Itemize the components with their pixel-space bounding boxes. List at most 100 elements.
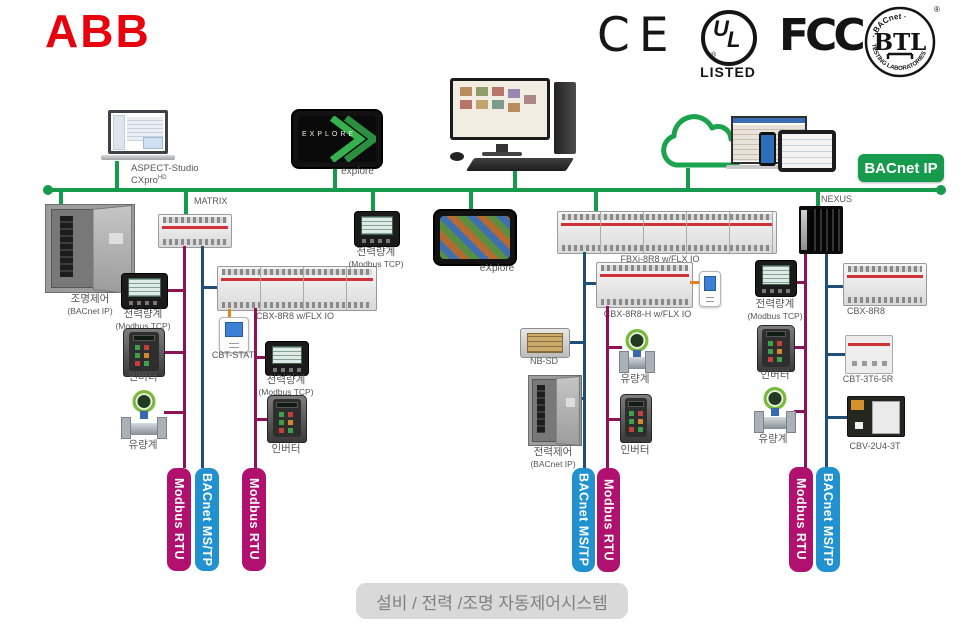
inverter-label: 인버터 xyxy=(740,369,810,382)
matrix-controller xyxy=(158,214,232,248)
flow-meter-label: 유량계 xyxy=(738,433,808,446)
registered-mark: ® xyxy=(711,52,717,59)
terminal-strip xyxy=(163,239,227,245)
terminal-strip xyxy=(848,297,922,303)
power-meter-label: 전력량계 (Modbus TCP) xyxy=(251,374,321,397)
red-stripe xyxy=(162,226,228,229)
tablet-screen xyxy=(782,134,832,168)
label-subtext: (Modbus TCP) xyxy=(115,320,171,331)
device-stub-line xyxy=(161,351,183,354)
device-stub-line xyxy=(164,289,183,292)
label-text: 인버터 xyxy=(760,369,790,381)
label-subtext: (BACnet IP) xyxy=(530,458,576,469)
nexus-label: NEXUS xyxy=(821,194,853,204)
wall-thermostat xyxy=(699,271,721,307)
bacnet-ip-bus-line xyxy=(47,188,943,192)
label-subtext: (Modbus TCP) xyxy=(747,310,803,321)
panel-tag xyxy=(566,398,575,408)
flow-meter xyxy=(619,329,655,374)
device-stub-line xyxy=(825,416,847,419)
device-stub-line xyxy=(164,411,183,414)
mobile-devices-group xyxy=(726,112,844,172)
cbv-2u4-3t-label: CBV-2U4-3T xyxy=(835,441,915,452)
btl-logo: · BACnet · TESTING LABORATORIES BTL ® xyxy=(864,5,940,78)
monitor-stand xyxy=(496,144,508,153)
modbus-rtu-bar: Modbus RTU xyxy=(167,468,191,571)
tablet-screen xyxy=(298,116,376,162)
module-leds xyxy=(852,360,858,366)
fbxi-label: FBXi-8R8 w/FLX IO xyxy=(595,254,725,265)
pipe-flange xyxy=(157,417,167,439)
red-stripe xyxy=(600,274,689,277)
smartphone xyxy=(759,132,776,166)
device-stub-line xyxy=(201,286,217,289)
cbt-3t6-5r-module xyxy=(845,335,893,374)
stat-link-line xyxy=(690,281,699,284)
label-text: 전력량계 xyxy=(266,374,306,386)
btl-center-text: BTL xyxy=(874,29,927,56)
device-stub-line xyxy=(254,356,267,359)
drive-display xyxy=(276,401,298,408)
label-line: ASPECT-Studio xyxy=(131,163,199,174)
label-text: 유량계 xyxy=(758,433,788,445)
meter-display xyxy=(361,216,393,236)
pipe-flange xyxy=(645,351,655,373)
thermostat-display xyxy=(703,276,717,291)
drive-keypad xyxy=(278,411,284,417)
panel-frame xyxy=(51,209,96,288)
breaker-column xyxy=(537,384,546,434)
pipe-flange xyxy=(786,411,796,433)
bacnet-mstp-bar: BACnet MS/TP xyxy=(195,468,219,571)
label-text: CBV-2U4-3T xyxy=(849,441,901,451)
meter-buttons xyxy=(762,288,790,293)
flow-meter-neck xyxy=(140,411,148,419)
cbx-8r8-h-flx-controller xyxy=(596,262,693,308)
tablet-screen-word: EXPLORE xyxy=(302,131,357,138)
explore-label: explore xyxy=(330,166,385,178)
power-meter xyxy=(354,211,400,247)
flow-meter-head xyxy=(763,387,787,410)
label-superscript: HD xyxy=(157,174,167,181)
explore-tablet: EXPLORE xyxy=(291,109,383,169)
label-line: CXpro xyxy=(131,175,158,187)
flow-meter-pipe xyxy=(754,417,796,429)
cbx-8r8-flx-label: CBX-8R8 w/FLX IO xyxy=(230,311,360,322)
thermostat-vents xyxy=(706,295,714,302)
lighting-panel-label: 조명제어 (BACnet IP) xyxy=(45,293,135,316)
touch-display-screen xyxy=(527,333,563,353)
power-control-panel xyxy=(528,375,582,446)
label-subtext: (BACnet IP) xyxy=(67,305,113,316)
fcc-logo: FCC xyxy=(779,10,866,61)
label-text: 인버터 xyxy=(620,444,650,456)
inverter-label: 인버터 xyxy=(251,443,321,456)
pc-tower xyxy=(554,82,576,154)
explore-touchscreen xyxy=(433,209,517,266)
flow-meter xyxy=(121,390,167,440)
device-stub-line xyxy=(583,282,596,285)
modbus-rtu-bar: Modbus RTU xyxy=(242,468,266,571)
cbt-stat-label: CBT-STAT xyxy=(203,350,263,361)
cbx-8r8-controller xyxy=(843,263,927,306)
laptop-base xyxy=(726,165,812,169)
label-text: explore xyxy=(341,166,374,177)
device-stub-line xyxy=(825,353,845,356)
aspect-studio-laptop xyxy=(101,110,175,162)
cbv-2u4-3t-controller xyxy=(847,396,905,437)
label-text: 전력량계 xyxy=(755,298,795,310)
modbus-rtu-bar: Modbus RTU xyxy=(789,467,813,572)
label-text: 인버터 xyxy=(128,371,158,383)
io-module-separators xyxy=(218,267,376,310)
drive-keypad xyxy=(135,344,141,350)
panel-tag xyxy=(109,232,124,245)
meter-buttons xyxy=(362,238,392,243)
tablet-device xyxy=(778,130,836,172)
flow-meter-head xyxy=(625,329,649,352)
terminal-strip xyxy=(163,217,227,223)
touchscreen-apps xyxy=(440,216,510,259)
phone-screen xyxy=(761,135,774,163)
power-meter-label: 전력량계 (Modbus TCP) xyxy=(108,308,178,331)
bacnet-mstp-bar: BACnet MS/TP xyxy=(816,467,840,572)
screen-thumbnails xyxy=(460,87,472,96)
label-text: NB-SD xyxy=(529,356,558,366)
